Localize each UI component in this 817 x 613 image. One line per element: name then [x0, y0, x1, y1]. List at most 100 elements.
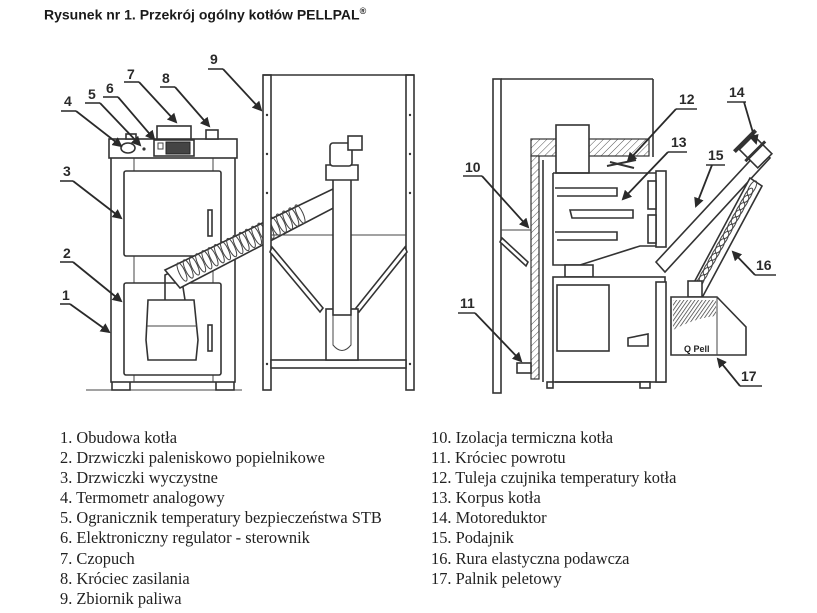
pipe-coil-ring	[710, 245, 722, 261]
callout-13-arrow	[621, 151, 669, 201]
pipe-coil-ring	[219, 240, 231, 261]
callout-11: 11	[460, 295, 475, 311]
pipe-coil-ring	[746, 180, 758, 196]
fuel-tank	[262, 74, 415, 391]
pipe-coil-ring	[742, 187, 754, 203]
callout-16: 16	[756, 257, 772, 273]
pipe-coil-ring	[706, 252, 718, 268]
pipe-coil-ring	[244, 228, 256, 249]
top-insulation	[530, 138, 650, 157]
callout-12-arrow	[626, 108, 677, 163]
return-connector	[516, 362, 532, 374]
pipe-coil-ring	[232, 234, 244, 255]
legend-item: 8. Króciec zasilania	[60, 568, 190, 588]
cleaning-door	[123, 170, 222, 257]
supply-connector	[205, 129, 219, 140]
pipe-coil-ring	[238, 231, 250, 252]
callout-16-arrow	[731, 250, 756, 276]
legend-item: 9. Zbiornik paliwa	[60, 588, 182, 608]
legend-item: 6. Elektroniczny regulator - sterownik	[60, 528, 310, 548]
callout-3-arrow	[72, 180, 123, 220]
pipe-coil-ring	[207, 247, 219, 267]
pipe-coil-ring	[722, 223, 734, 239]
callout-2-arrow	[72, 261, 123, 303]
legend-item: 7. Czopuch	[60, 548, 135, 568]
pipe-coil-ring	[738, 194, 750, 211]
pipe-coil-ring	[726, 216, 738, 232]
legend-item: 4. Termometr analogowy	[60, 488, 225, 508]
callout-7: 7	[127, 66, 135, 82]
pipe-coil-ring	[288, 207, 300, 227]
pipe-coil-ring	[213, 244, 225, 264]
callout-1: 1	[62, 287, 70, 303]
front-view	[86, 125, 347, 391]
callout-4: 4	[64, 93, 72, 109]
pipe-coil-ring	[714, 238, 726, 254]
legend-left-column: 1. Obudowa kotła 2. Drzwiczki paleniskow…	[60, 428, 382, 609]
thermometer	[120, 142, 136, 154]
callout-15-arrow	[694, 164, 713, 208]
pipe-coil-ring	[195, 253, 207, 273]
callout-13: 13	[671, 134, 687, 150]
callout-14-arrow	[743, 101, 759, 145]
legend-right-column: 10. Izolacja termiczna kotła 11. Króciec…	[431, 428, 676, 589]
door-handle-upper	[207, 209, 213, 237]
burner-front	[145, 299, 199, 361]
callout-10-arrow	[481, 175, 530, 229]
callout-1-arrow	[69, 303, 111, 334]
boiler-body	[542, 159, 667, 389]
legend-item: 17. Palnik peletowy	[431, 568, 562, 588]
flue-outlet	[156, 125, 192, 140]
legend-item: 13. Korpus kotła	[431, 488, 541, 508]
burner-brand-label: Q Pell	[684, 344, 710, 354]
pipe-coil-ring	[226, 237, 238, 258]
feeder-tube	[654, 148, 772, 274]
callout-14: 14	[729, 84, 745, 100]
pipe-coil-ring	[730, 209, 742, 225]
callout-8-arrow	[174, 86, 211, 128]
figure-title-text: Rysunek nr 1. Przekrój ogólny kotłów PEL…	[44, 6, 360, 23]
callout-15: 15	[708, 147, 724, 163]
legend-item: 3. Drzwiczki wyczystne	[60, 468, 218, 488]
pipe-coil-ring	[251, 225, 263, 246]
pipe-coil-ring	[282, 210, 294, 230]
callouts: 1 2 3 4 5 6 7 8 9 10	[60, 51, 776, 387]
callout-10: 10	[465, 159, 481, 175]
legend-item: 11. Króciec powrotu	[431, 448, 566, 468]
callout-3: 3	[63, 163, 71, 179]
pipe-coil-ring	[275, 213, 287, 233]
boiler-cross-section-diagram: Q Pell 1 2 3 4 5 6 7 8 9	[60, 51, 776, 394]
callout-6-arrow	[117, 96, 156, 141]
callout-5-arrow	[99, 102, 142, 147]
legend-item: 1. Obudowa kotła	[60, 428, 177, 447]
pipe-coil-ring	[702, 259, 714, 276]
legend-item: 15. Podajnik	[431, 528, 514, 548]
door-handle-lower	[207, 324, 213, 352]
flue-section	[555, 124, 590, 174]
pipe-coil-ring	[734, 202, 746, 218]
flexible-feed-pipe-side	[687, 176, 764, 298]
pipe-coil-ring	[718, 231, 730, 247]
pipe-coil-ring	[188, 256, 200, 276]
callout-7-arrow	[138, 81, 178, 124]
legend-item: 14. Motoreduktor	[431, 508, 547, 528]
figure-title: Rysunek nr 1. Przekrój ogólny kotłów PEL…	[44, 6, 366, 23]
callout-2: 2	[63, 245, 71, 261]
callout-9: 9	[210, 51, 218, 67]
pipe-coil-ring	[176, 262, 188, 282]
stb-limiter	[142, 147, 146, 151]
pellet-burner: Q Pell	[670, 296, 747, 356]
registered-mark: ®	[359, 6, 367, 16]
callout-11-arrow	[474, 312, 523, 363]
pipe-coil-ring	[201, 250, 213, 270]
legend-item: 12. Tuleja czujnika temperatury kotła	[431, 468, 677, 488]
thermal-insulation	[530, 155, 540, 380]
legend-item: 16. Rura elastyczna podawcza	[431, 548, 630, 568]
callout-12: 12	[679, 91, 695, 107]
callout-9-arrow	[222, 68, 263, 112]
tank-post-left	[262, 74, 272, 391]
callout-8: 8	[162, 70, 170, 86]
auger-tube	[332, 174, 352, 316]
callout-5: 5	[88, 86, 96, 102]
side-section-view: Q Pell	[492, 78, 774, 394]
